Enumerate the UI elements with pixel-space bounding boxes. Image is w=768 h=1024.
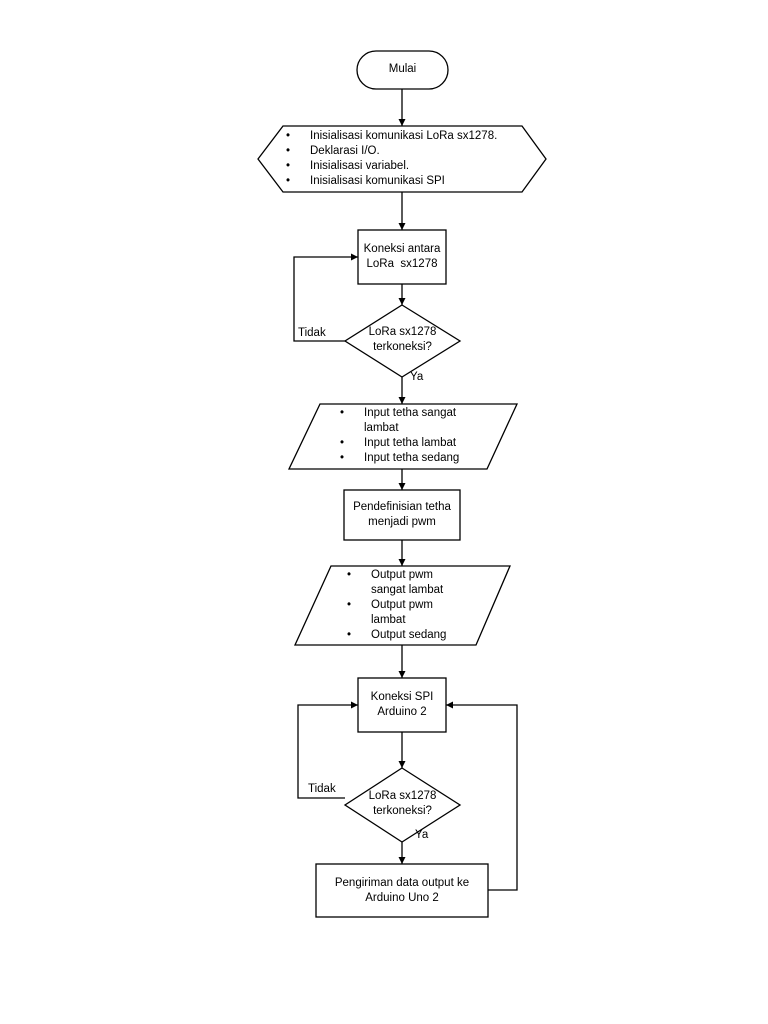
process-pwm-label: Pendefinisian tetha menjadi pwm <box>344 500 460 530</box>
decision-1-line: LoRa sx1278 <box>368 326 437 338</box>
init-item: Inisialisasi komunikasi LoRa sx1278. <box>286 129 497 144</box>
process-send-line: Arduino Uno 2 <box>365 892 439 904</box>
output-item: Output pwm sangat lambat <box>347 568 446 598</box>
process-pwm-line: Pendefinisian tetha <box>353 501 451 513</box>
process-spi-line: Arduino 2 <box>377 706 427 718</box>
input-item-line: Input tetha sangat <box>364 407 457 419</box>
init-item: Deklarasi I/O. <box>286 144 497 159</box>
output-item: Output pwm lambat <box>347 598 446 628</box>
process-send-label: Pengiriman data output ke Arduino Uno 2 <box>316 876 488 906</box>
output-item-line: sangat lambat <box>371 584 444 596</box>
start-label: Mulai <box>388 63 417 75</box>
process-spi-label: Koneksi SPI Arduino 2 <box>358 690 446 720</box>
decision-1-yes-label: Ya <box>410 371 424 383</box>
process-send-data <box>315 863 489 918</box>
process-lora-line: LoRa sx1278 <box>366 258 438 270</box>
output-item-line: Output pwm <box>371 569 433 581</box>
arrow-decision1-no-loop <box>293 253 358 342</box>
input-item: Input tetha sangat lambat <box>340 406 459 436</box>
process-define-pwm <box>343 489 461 541</box>
decision-2-line: LoRa sx1278 <box>368 790 437 802</box>
process-spi-line: Koneksi SPI <box>370 691 434 703</box>
arrow-send-loop-back <box>446 701 518 891</box>
output-item-line: lambat <box>371 614 406 626</box>
process-pwm-line: menjadi pwm <box>368 516 436 528</box>
decision-1-line: terkoneksi? <box>373 341 432 353</box>
decision-1-no-label: Tidak <box>298 327 326 339</box>
input-item: Input tetha lambat <box>340 436 459 451</box>
decision-2-yes-label: Ya <box>415 829 429 841</box>
process-lora-connection <box>357 229 447 285</box>
decision-1-label: LoRa sx1278 terkoneksi? <box>345 325 460 355</box>
input-item: Input tetha sedang <box>340 451 459 466</box>
output-item-line: Output pwm <box>371 599 433 611</box>
input-item-line: Input tetha sedang <box>364 452 460 464</box>
init-item: Inisialisasi komunikasi SPI <box>286 174 497 189</box>
process-lora-line: Koneksi antara <box>363 243 441 255</box>
process-lora-label: Koneksi antara LoRa sx1278 <box>358 242 446 272</box>
init-list: Inisialisasi komunikasi LoRa sx1278. Dek… <box>286 129 497 189</box>
input-item-line: lambat <box>364 422 399 434</box>
input-list: Input tetha sangat lambat Input tetha la… <box>340 406 459 466</box>
init-item: Inisialisasi variabel. <box>286 159 497 174</box>
output-list: Output pwm sangat lambat Output pwm lamb… <box>347 568 446 643</box>
decision-2-line: terkoneksi? <box>373 805 432 817</box>
process-send-line: Pengiriman data output ke <box>334 877 470 889</box>
decision-2-label: LoRa sx1278 terkoneksi? <box>345 789 460 819</box>
arrow-decision2-no-loop <box>297 701 358 799</box>
decision-2-no-label: Tidak <box>308 783 336 795</box>
input-item-line: Input tetha lambat <box>364 437 457 449</box>
output-item-line: Output sedang <box>371 629 447 641</box>
output-item: Output sedang <box>347 628 446 643</box>
